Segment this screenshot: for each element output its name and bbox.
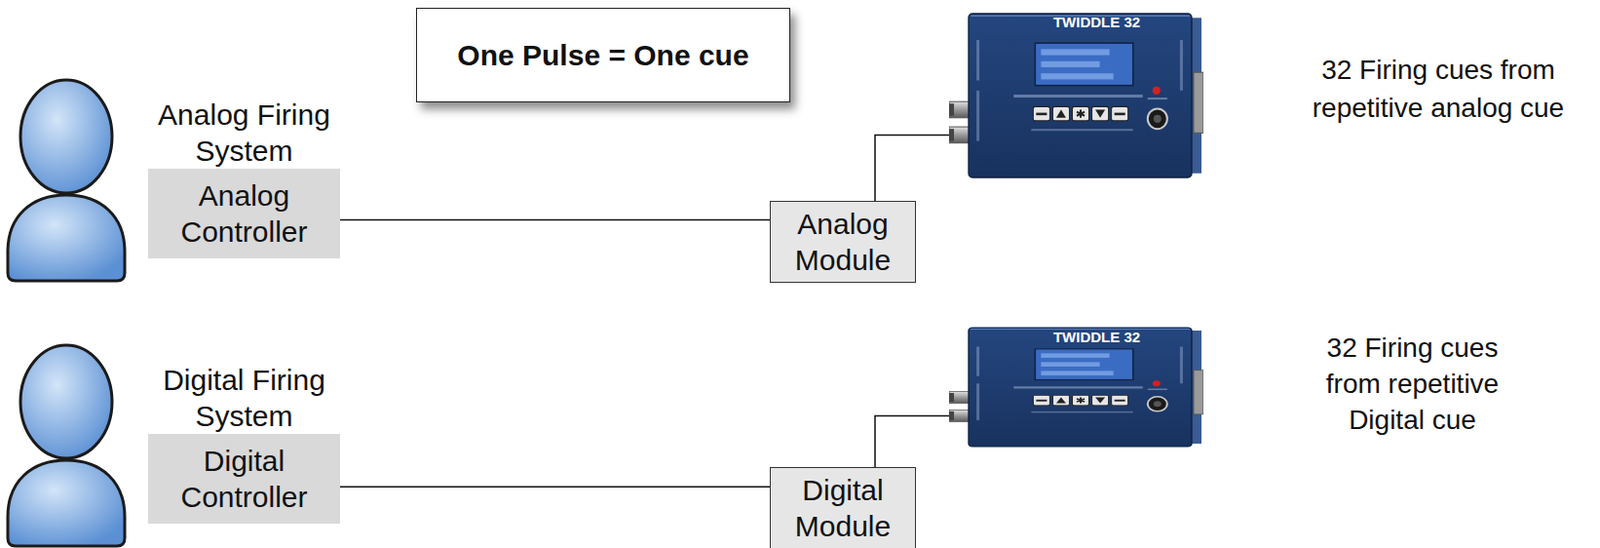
device-picture (949, 327, 1204, 447)
device-name: TWIDDLE 32 (1053, 13, 1141, 32)
device-picture (949, 13, 1204, 178)
system-heading: Digital Firing System (136, 361, 352, 434)
box-label: Analog Module (770, 205, 915, 278)
system-heading: Analog Firing System (136, 96, 352, 169)
connector-line (875, 415, 950, 467)
note-label: 32 Firing cues from repetitive analog cu… (1292, 50, 1585, 127)
cue-rule-box: One Pulse = One cue (416, 7, 791, 103)
person-icon (7, 344, 125, 546)
note-label: 32 Firing cues from repetitive Digital c… (1307, 329, 1518, 438)
person-icon (7, 79, 125, 281)
device-box: TWIDDLE 32 (949, 324, 1204, 450)
device-name: TWIDDLE 32 (1053, 328, 1141, 346)
controller-box: Analog Firing SystemAnalog Controller (148, 168, 341, 259)
box-label: Digital Module (770, 471, 915, 544)
connector-line (340, 486, 770, 489)
controller-box: Digital Firing SystemDigital Controller (148, 433, 341, 524)
box-label: Analog Controller (148, 177, 341, 250)
box-label: Digital Controller (148, 442, 341, 515)
connector-line (875, 134, 950, 201)
module-box: Analog Module (769, 200, 916, 283)
connector-line (340, 219, 770, 222)
box-label: One Pulse = One cue (457, 38, 749, 73)
module-box: Digital Module (769, 466, 916, 548)
device-box: TWIDDLE 32 (949, 9, 1204, 182)
